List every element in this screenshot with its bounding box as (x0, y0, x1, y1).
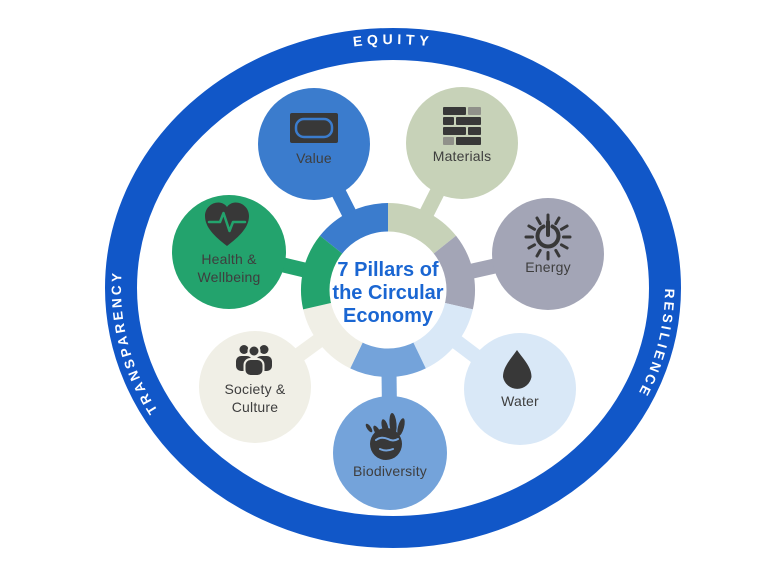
earth-plants-icon (365, 413, 405, 460)
pillar-circle-society (199, 331, 311, 443)
pillar-energy: Energy (492, 198, 604, 310)
pillar-label-energy: Energy (525, 259, 571, 275)
people-group-icon (236, 344, 272, 377)
center-title-line2: the Circular (332, 282, 443, 304)
hub-segment-value (319, 203, 389, 255)
water-drop-icon (503, 350, 532, 389)
center-title-line1: 7 Pillars of (337, 259, 438, 281)
hub-segment-energy (433, 235, 475, 310)
brick-wall-icon (443, 107, 481, 145)
hub-segment-health (301, 235, 343, 310)
pillar-society-culture: Society & Culture (199, 331, 311, 443)
pillar-label-society-line2: Culture (232, 399, 279, 415)
pillar-label-biodiversity: Biodiversity (353, 463, 427, 479)
hub-segment-biodiversity (350, 341, 426, 377)
heart-pulse-icon (205, 202, 249, 246)
ring-label-equity: EQUITY (352, 31, 434, 50)
pillar-value: Value (258, 88, 370, 200)
pillar-water: Water (464, 333, 576, 445)
pillar-label-value: Value (296, 150, 332, 166)
pillar-circle-health (172, 195, 286, 309)
pillar-label-water: Water (501, 393, 539, 409)
ring-label-equity-text: EQUITY (352, 31, 429, 50)
hub-segment-water (412, 302, 473, 369)
pillar-health-wellbeing: Health & Wellbeing (172, 195, 286, 309)
pillar-circle-value (258, 88, 370, 200)
center-title-line3: Economy (343, 305, 434, 327)
pillar-biodiversity: Biodiversity (333, 396, 447, 510)
hub-center-disc (329, 231, 447, 349)
outer-ring (105, 28, 681, 548)
pillar-circle-water (464, 333, 576, 445)
pillar-label-materials: Materials (433, 148, 492, 164)
pillar-label-health-line1: Health & (201, 251, 257, 267)
pillar-label-society-line1: Society & (225, 381, 286, 397)
pillar-materials: Materials (406, 87, 518, 199)
power-button-rays-icon (524, 213, 572, 261)
pillar-label-health-line2: Wellbeing (197, 269, 260, 285)
gold-bar-icon (290, 113, 338, 143)
hub-segment-society (303, 302, 364, 369)
hub-segment-materials (387, 203, 457, 255)
